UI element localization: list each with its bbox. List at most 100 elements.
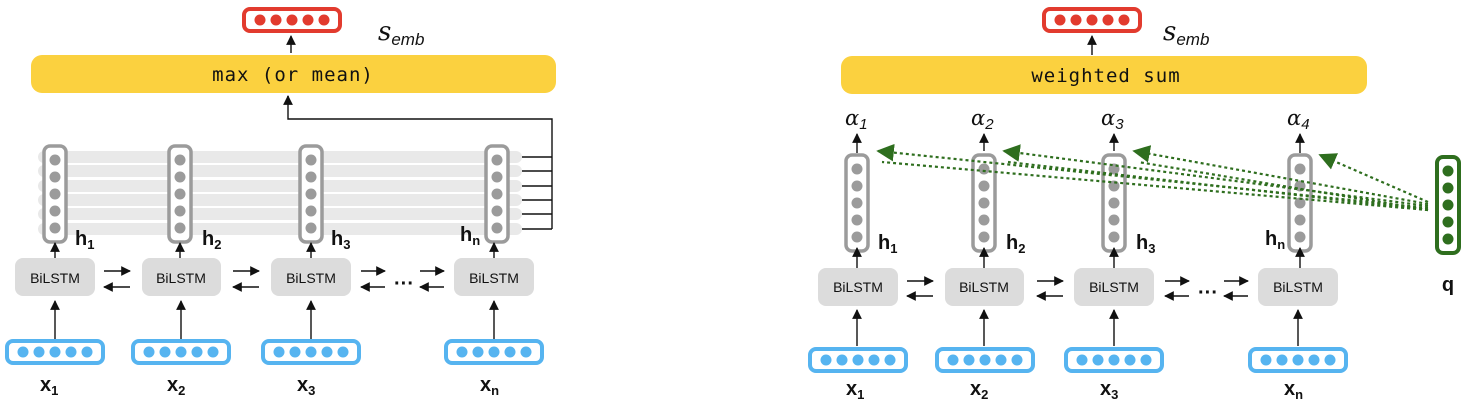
left-hidden-vector: [167, 144, 193, 244]
right-input-vector-cell: [1011, 354, 1023, 366]
left-input-vector-cell: [337, 346, 349, 358]
left-input-vector: [5, 339, 105, 365]
left-input-vector-cell: [159, 346, 171, 358]
left-input-vector-cell: [321, 346, 333, 358]
right-input-vectors: [808, 347, 1348, 373]
right-hidden-vector-cell: [1108, 231, 1120, 243]
right-bilstm-2-label: BiLSTM: [959, 279, 1009, 295]
left-bilstm-1: [15, 258, 95, 296]
left-hidden-vector-cell: [174, 205, 186, 217]
right-x2-label: x2: [970, 378, 988, 401]
left-bilstm-n-label: BiLSTM: [469, 270, 519, 286]
right-output-vector-body: [1042, 7, 1142, 33]
left-bilstm-2-label: BiLSTM: [156, 270, 206, 286]
right-hidden-vector-cell: [1108, 214, 1120, 226]
right-x3-label: x3: [1100, 378, 1118, 401]
right-hidden-vector-cell: [1294, 197, 1306, 209]
left-output-vector-body-cell: [254, 14, 266, 26]
left-output-vector: [242, 7, 342, 33]
left-bilstm-2: [142, 258, 221, 296]
left-input-vector-cell: [49, 346, 61, 358]
left-input-vector-cell: [191, 346, 203, 358]
left-input-vector-cell: [33, 346, 45, 358]
right-input-vector-cell: [963, 354, 975, 366]
right-h2-label: h2: [1006, 232, 1025, 256]
query-vector-body-cell: [1442, 216, 1454, 228]
left-input-vector: [131, 339, 231, 365]
left-hidden-vector-cell: [305, 154, 317, 166]
right-input-vector: [808, 347, 908, 373]
right-hidden-vector-cell: [1108, 197, 1120, 209]
query-vector-body-cell: [1442, 233, 1454, 245]
left-xn-label: xn: [480, 374, 499, 398]
right-h3-label: h3: [1136, 232, 1155, 256]
right-input-vector: [935, 347, 1035, 373]
left-output-vector-body-cell: [286, 14, 298, 26]
right-hidden-vector: [844, 153, 870, 253]
right-output-label: semb: [1163, 17, 1209, 49]
left-hidden-vector-cell: [174, 154, 186, 166]
left-input-vector-cell: [81, 346, 93, 358]
left-pool-bar: [31, 55, 556, 93]
right-input-vector-cell: [1092, 354, 1104, 366]
right-output-vector-body-cell: [1054, 14, 1066, 26]
left-input-vector: [444, 339, 544, 365]
dimension-stripe: [38, 208, 522, 220]
right-output-vector-body-cell: [1102, 14, 1114, 26]
right-hidden-vector-cell: [1294, 214, 1306, 226]
left-hidden-vector-cell: [491, 222, 503, 234]
query-label: q: [1442, 274, 1454, 296]
right-hidden-vector-cell: [851, 163, 863, 175]
right-output-vector-body-cell: [1118, 14, 1130, 26]
left-input-vector-cell: [488, 346, 500, 358]
right-alpha-4: α4: [1287, 106, 1310, 133]
left-output-vector-body-cell: [302, 14, 314, 26]
right-bilstm-3: [1074, 268, 1154, 306]
right-input-vector: [1248, 347, 1348, 373]
attention-line-4: [1318, 153, 1429, 204]
right-input-vector-cell: [836, 354, 848, 366]
left-bilstm-n: [454, 258, 534, 296]
left-pool-label: max (or mean): [212, 64, 374, 86]
right-h1-label: h1: [878, 232, 897, 256]
left-hidden-vector-cell: [305, 188, 317, 200]
right-hidden-vector: [971, 153, 997, 253]
left-bilstm-1-label: BiLSTM: [30, 270, 80, 286]
left-output-vector-body-cell: [270, 14, 282, 26]
left-x2-label: x2: [167, 374, 185, 398]
right-pool-bar: [841, 56, 1367, 94]
left-input-vector-cell: [456, 346, 468, 358]
left-hidden-vector-cell: [49, 188, 61, 200]
query-vector-body: [1435, 155, 1461, 255]
left-dimension-stripes: [38, 151, 522, 235]
left-hidden-vector: [484, 144, 510, 244]
dimension-stripe: [38, 223, 522, 235]
left-hidden-vector: [298, 144, 324, 244]
left-ellipsis: ···: [394, 273, 414, 295]
right-hidden-vector-cell: [978, 163, 990, 175]
left-output-vector-body: [242, 7, 342, 33]
query-vector: [1435, 155, 1461, 255]
query-vector-body-cell: [1442, 182, 1454, 194]
left-input-vector-cell: [472, 346, 484, 358]
left-hidden-vector-cell: [174, 188, 186, 200]
left-h3-label: h3: [331, 228, 350, 252]
left-input-vector-cell: [175, 346, 187, 358]
left-input-vector-cell: [273, 346, 285, 358]
right-hidden-vector-cell: [978, 197, 990, 209]
right-output-vector-body-cell: [1086, 14, 1098, 26]
left-hidden-vector-cell: [49, 205, 61, 217]
dimension-stripe: [38, 165, 522, 177]
left-pool-bracket: [287, 96, 553, 230]
attention-line-2: [1002, 144, 1429, 208]
left-hidden-vector-cell: [174, 222, 186, 234]
right-hidden-vectors: [844, 153, 1313, 253]
right-input-vector-cell: [1276, 354, 1288, 366]
right-hidden-vector-cell: [978, 231, 990, 243]
attention-line-3: [1132, 145, 1429, 206]
left-input-vector-cell: [520, 346, 532, 358]
left-hidden-vector-cell: [305, 171, 317, 183]
left-output-label: semb: [378, 17, 424, 49]
left-bilstm-3: [271, 258, 351, 296]
right-input-vector-cell: [1260, 354, 1272, 366]
